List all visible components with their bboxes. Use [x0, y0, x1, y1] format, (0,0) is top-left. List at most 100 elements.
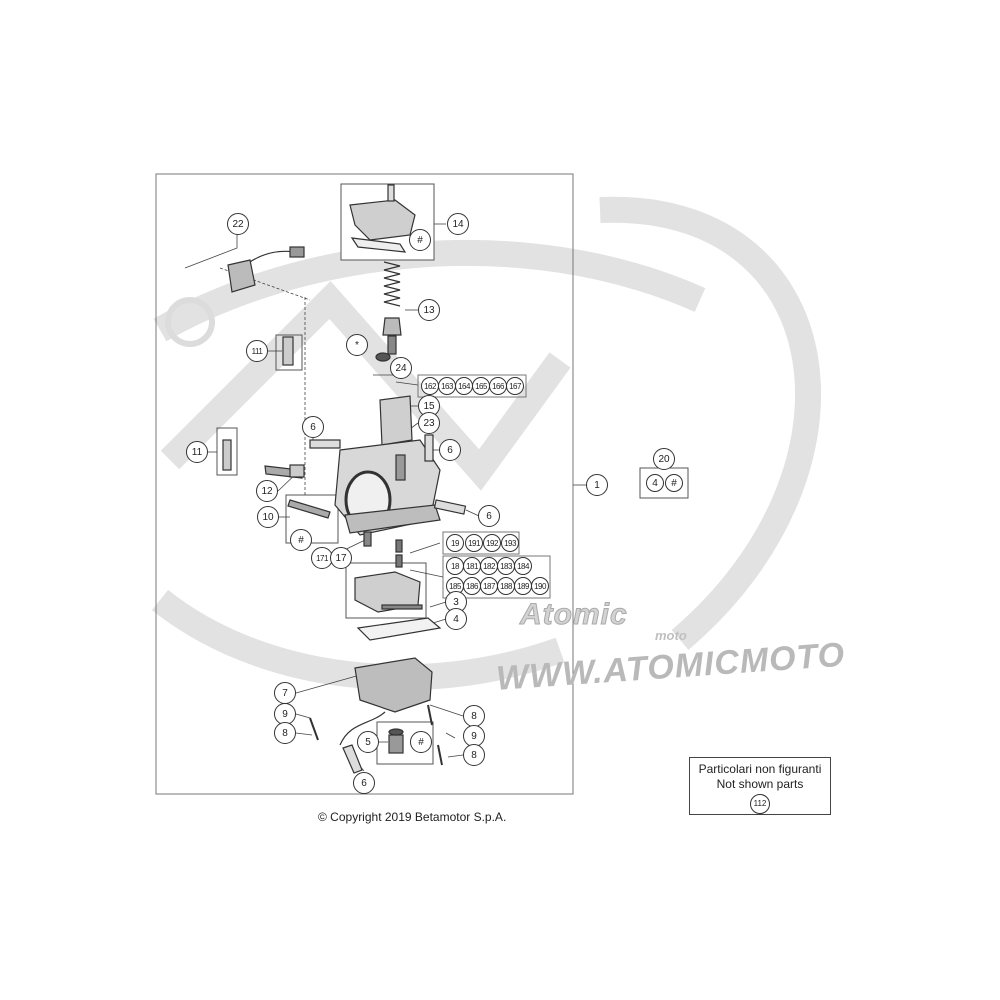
tps-sensor-part — [227, 259, 256, 293]
watermark-graphic — [151, 196, 822, 691]
callout-star[interactable]: * — [346, 334, 368, 356]
callout-8-c[interactable]: 8 — [463, 744, 485, 766]
callout-165[interactable]: 165 — [472, 377, 490, 395]
callout-164[interactable]: 164 — [455, 377, 473, 395]
callout-8-a[interactable]: 8 — [463, 705, 485, 727]
hose-fitting-a — [309, 439, 341, 449]
callout-15[interactable]: 15 — [418, 395, 440, 417]
drain-hose-part — [339, 711, 386, 746]
callout-7[interactable]: 7 — [274, 682, 296, 704]
leader-lines — [184, 223, 589, 772]
group-box-162 — [417, 374, 527, 398]
callout-22[interactable]: 22 — [227, 213, 249, 235]
callout-19[interactable]: 19 — [446, 534, 464, 552]
callout-1[interactable]: 1 — [586, 474, 608, 496]
needle-jet-part — [395, 454, 406, 481]
not-shown-parts-box: Particolari non figuranti Not shown part… — [689, 757, 831, 815]
screw-part-11 — [222, 439, 232, 471]
adjuster-part-111 — [282, 336, 294, 366]
main-jet-part-19 — [395, 539, 403, 553]
callout-184[interactable]: 184 — [514, 557, 532, 575]
callout-12[interactable]: 12 — [256, 480, 278, 502]
callout-167[interactable]: 167 — [506, 377, 524, 395]
callout-6-d[interactable]: 6 — [353, 772, 375, 794]
group-box-3 — [345, 562, 427, 619]
callout-181[interactable]: 181 — [463, 557, 481, 575]
callout-182[interactable]: 182 — [480, 557, 498, 575]
bowl-screw-b — [427, 704, 433, 726]
hose-part-6 — [342, 744, 363, 774]
main-jet-part-18 — [395, 554, 403, 568]
callout-192[interactable]: 192 — [483, 534, 501, 552]
callout-191[interactable]: 191 — [465, 534, 483, 552]
callout-183[interactable]: 183 — [497, 557, 515, 575]
cap-gasket-part — [350, 237, 407, 253]
callout-18[interactable]: 18 — [446, 557, 464, 575]
callout-hash-10[interactable]: # — [290, 529, 312, 551]
callout-17[interactable]: 17 — [330, 547, 352, 569]
group-box-11 — [216, 427, 238, 476]
callout-hash-14[interactable]: # — [409, 229, 431, 251]
callout-4-kit[interactable]: 4 — [646, 474, 664, 492]
callout-6-c[interactable]: 6 — [478, 505, 500, 527]
watermark-ring — [165, 297, 215, 347]
callout-23[interactable]: 23 — [418, 412, 440, 434]
watermark-logo-sub: moto — [655, 628, 687, 643]
callout-112[interactable]: 112 — [750, 794, 770, 814]
tps-connector-part — [289, 246, 305, 258]
callout-163[interactable]: 163 — [438, 377, 456, 395]
callout-189[interactable]: 189 — [514, 577, 532, 595]
slide-spring-part — [383, 261, 401, 307]
callout-hash-5[interactable]: # — [410, 731, 432, 753]
callout-13[interactable]: 13 — [418, 299, 440, 321]
hose-fitting-c — [433, 499, 467, 515]
air-screw-part — [287, 499, 331, 519]
carb-flange-part — [344, 504, 441, 534]
o-ring-part — [388, 728, 404, 736]
not-shown-parts-italian: Particolari non figuranti — [698, 762, 822, 776]
throttle-slide-part — [379, 395, 413, 446]
cable-adjuster-part — [387, 184, 395, 202]
callout-14[interactable]: 14 — [447, 213, 469, 235]
callout-5[interactable]: 5 — [357, 731, 379, 753]
callout-4[interactable]: 4 — [445, 608, 467, 630]
e-clip-part — [375, 352, 391, 362]
needle-clip-part — [387, 335, 397, 355]
callout-111[interactable]: 111 — [246, 340, 268, 362]
parts — [222, 184, 467, 774]
bowl-screw-a — [309, 717, 319, 741]
tps-cable-part — [249, 250, 296, 263]
callout-8-b[interactable]: 8 — [274, 722, 296, 744]
callout-24[interactable]: 24 — [390, 357, 412, 379]
callout-hash-kit[interactable]: # — [665, 474, 683, 492]
assembly-frame — [155, 173, 574, 795]
callout-6-a[interactable]: 6 — [302, 416, 324, 438]
spring-part-12 — [289, 464, 305, 478]
callout-186[interactable]: 186 — [463, 577, 481, 595]
pilot-jet-part — [363, 531, 372, 547]
callout-11[interactable]: 11 — [186, 441, 208, 463]
callout-187[interactable]: 187 — [480, 577, 498, 595]
callout-190[interactable]: 190 — [531, 577, 549, 595]
not-shown-parts-english: Not shown parts — [716, 777, 804, 791]
group-box-191 — [442, 531, 520, 555]
callout-188[interactable]: 188 — [497, 577, 515, 595]
callout-193[interactable]: 193 — [501, 534, 519, 552]
float-bowl-part — [354, 657, 433, 713]
callout-10[interactable]: 10 — [257, 506, 279, 528]
group-box-10 — [285, 494, 339, 544]
group-box-111 — [275, 334, 303, 371]
spring-seat-part — [382, 317, 402, 336]
callout-166[interactable]: 166 — [489, 377, 507, 395]
drain-plug-part — [388, 734, 404, 754]
bowl-gasket-part — [356, 617, 442, 641]
callout-162[interactable]: 162 — [421, 377, 439, 395]
callout-6-b[interactable]: 6 — [439, 439, 461, 461]
watermark-logo: Atomic — [520, 598, 628, 632]
callout-20[interactable]: 20 — [653, 448, 675, 470]
copyright-text: © Copyright 2019 Betamotor S.p.A. — [318, 810, 507, 824]
callout-171[interactable]: 171 — [311, 547, 333, 569]
bowl-screw-c — [437, 744, 443, 766]
hose-fitting-b — [424, 434, 434, 462]
